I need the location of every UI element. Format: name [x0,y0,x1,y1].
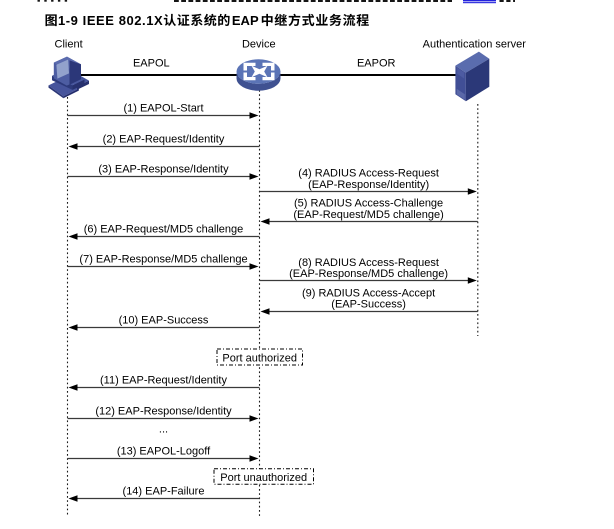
svg-text:(EAP-Response/Identity): (EAP-Response/Identity) [308,179,429,191]
svg-text:(EAP-Request/MD5 challenge): (EAP-Request/MD5 challenge) [293,209,443,221]
svg-text:(9) RADIUS Access-Accept: (9) RADIUS Access-Accept [302,287,435,299]
svg-text:Authentication server: Authentication server [423,39,527,51]
svg-text:...: ... [159,424,168,436]
svg-text:(4) RADIUS Access-Request: (4) RADIUS Access-Request [298,168,439,180]
svg-text:(EAP-Response/MD5 challenge): (EAP-Response/MD5 challenge) [289,268,448,280]
svg-text:(13) EAPOL-Logoff: (13) EAPOL-Logoff [117,445,211,457]
svg-text:(14) EAP-Failure: (14) EAP-Failure [123,485,205,497]
svg-text:(7) EAP-Response/MD5 challenge: (7) EAP-Response/MD5 challenge [79,253,247,265]
svg-text:Port unauthorized: Port unauthorized [220,472,307,484]
svg-text:(12) EAP-Response/Identity: (12) EAP-Response/Identity [95,405,232,417]
svg-text:EAPOL: EAPOL [133,58,170,70]
svg-text:Device: Device [242,39,276,51]
svg-text:(8) RADIUS Access-Request: (8) RADIUS Access-Request [298,257,439,269]
svg-text:(EAP-Success): (EAP-Success) [331,299,406,311]
svg-text:1-9 IEEE 802.1X: 1-9 IEEE 802.1X [58,13,163,28]
svg-text:(6) EAP-Request/MD5 challenge: (6) EAP-Request/MD5 challenge [84,223,244,235]
svg-text:Port authorized: Port authorized [222,352,297,364]
svg-text:(1) EAPOL-Start: (1) EAPOL-Start [123,102,203,114]
svg-text:(2) EAP-Request/Identity: (2) EAP-Request/Identity [103,133,225,145]
svg-text:EAP: EAP [232,13,259,28]
svg-text:EAPOR: EAPOR [357,58,396,70]
svg-text:Client: Client [55,39,83,51]
svg-text:(10) EAP-Success: (10) EAP-Success [119,314,209,326]
svg-text:(5) RADIUS Access-Challenge: (5) RADIUS Access-Challenge [294,198,443,210]
svg-text:(3) EAP-Response/Identity: (3) EAP-Response/Identity [98,163,229,175]
svg-text:(11) EAP-Request/Identity: (11) EAP-Request/Identity [100,374,227,386]
